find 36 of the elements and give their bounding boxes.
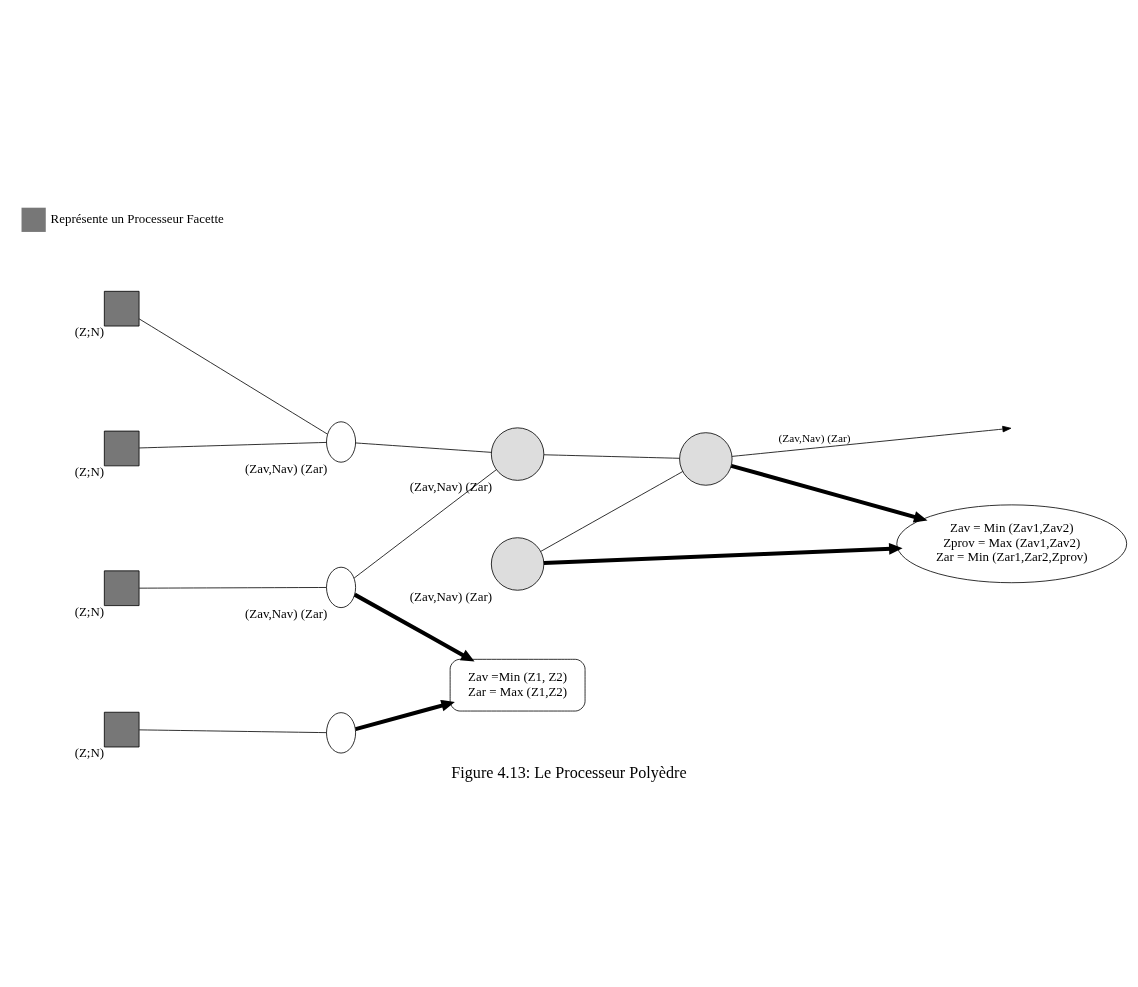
node-label: (Z;N) [74, 603, 105, 619]
node-circle [490, 537, 545, 591]
node-box [103, 570, 140, 606]
node-circle [490, 427, 545, 481]
arrow [355, 699, 455, 732]
connector [540, 471, 684, 552]
arrow [543, 542, 903, 565]
node-label: (Z;N) [74, 464, 105, 480]
arrow [730, 463, 928, 523]
node-circle [679, 432, 733, 486]
node-label: (Zav,Nav) (Zar) [409, 478, 493, 494]
node-box [103, 711, 140, 748]
node-label: (Z;N) [74, 324, 105, 340]
node-label: (Zav,Nav) (Zar) [409, 588, 493, 604]
connector [138, 729, 327, 734]
caption: Figure 4.13: Le Processeur Polyèdre [451, 763, 687, 781]
arrow [731, 425, 1012, 457]
connector [138, 318, 328, 435]
connector [355, 442, 492, 453]
connector [138, 587, 327, 589]
connector [543, 454, 680, 459]
legend-label: Représente un Processeur Facette [50, 210, 224, 226]
node-label: (Z;N) [74, 745, 105, 761]
connector [138, 442, 327, 449]
node-oval [326, 566, 356, 609]
node-box: Zav =Min (Z1, Z2) Zar = Max (Z1,Z2) [449, 658, 586, 712]
connector [353, 469, 497, 579]
node-ellipse: Zav = Min (Zav1,Zav2) Zprov = Max (Zav1,Zav2) Zar = Min (Zar1,Zar2,Zprov) [896, 504, 1128, 584]
edge-label: (Zav,Nav) (Zar) [778, 432, 851, 445]
node-box [103, 290, 140, 327]
node-oval [326, 712, 356, 754]
node-label: (Zav,Nav) (Zar) [244, 605, 328, 621]
arrow [353, 592, 475, 662]
node-oval [326, 421, 356, 463]
node-box [103, 430, 140, 467]
node-label: (Zav,Nav) (Zar) [244, 460, 328, 476]
